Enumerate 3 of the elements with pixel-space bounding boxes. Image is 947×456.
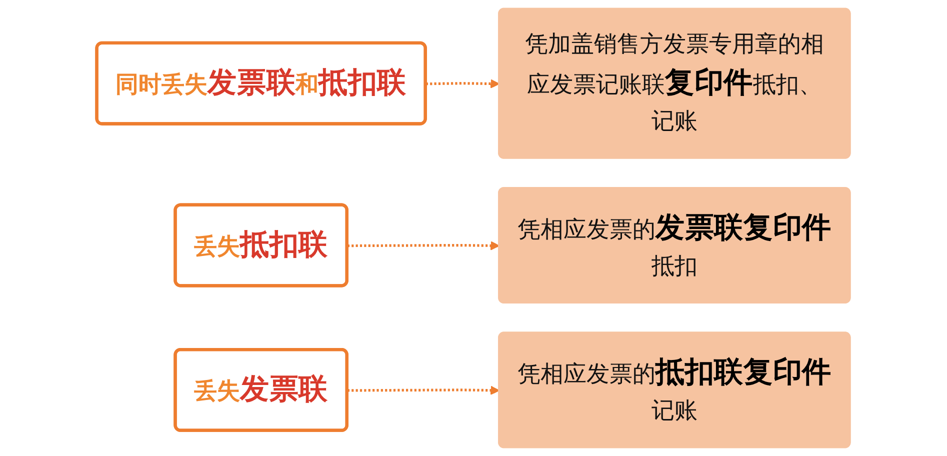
arrow — [426, 79, 500, 88]
arrow — [347, 241, 500, 250]
arrow — [347, 386, 500, 395]
